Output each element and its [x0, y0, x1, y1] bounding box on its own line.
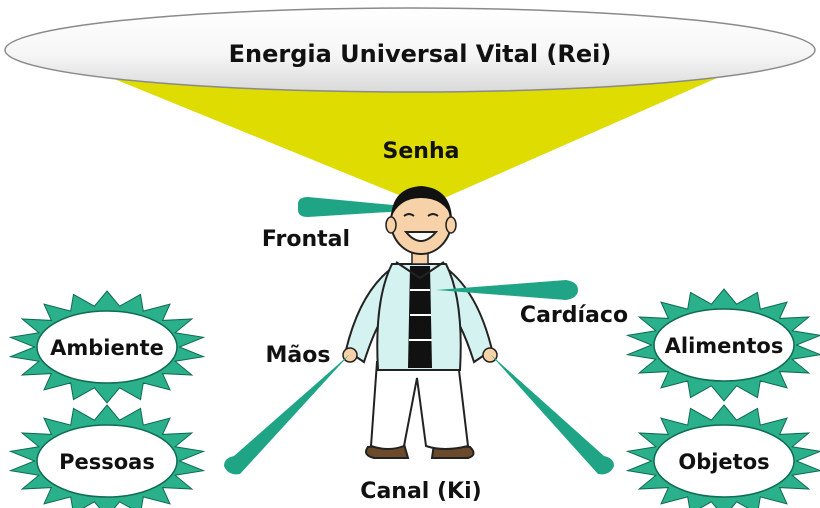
energy-ellipse: Energia Universal Vital (Rei) — [4, 7, 816, 93]
left-hand-ray — [224, 354, 350, 475]
person-figure — [342, 186, 498, 459]
frontal-ray — [298, 197, 436, 217]
burst-pessoas-label: Pessoas — [59, 450, 155, 474]
burst-ambiente-label: Ambiente — [50, 336, 164, 360]
burst-ambiente: Ambiente — [8, 290, 206, 404]
burst-objetos: Objetos — [625, 404, 820, 508]
maos-label: Mãos — [266, 343, 331, 368]
burst-alimentos: Alimentos — [625, 288, 820, 402]
right-hand-ray — [490, 354, 614, 475]
diagram-title: Energia Universal Vital (Rei) — [229, 40, 612, 68]
burst-pessoas: Pessoas — [8, 404, 206, 508]
cardiac-ray — [436, 280, 578, 300]
cardiaco-label: Cardíaco — [520, 303, 628, 328]
frontal-label: Frontal — [262, 227, 350, 252]
burst-alimentos-label: Alimentos — [665, 334, 784, 358]
senha-label: Senha — [383, 139, 460, 164]
canal-label: Canal (Ki) — [360, 479, 481, 504]
energy-beam — [48, 52, 776, 206]
burst-objetos-label: Objetos — [678, 450, 769, 474]
